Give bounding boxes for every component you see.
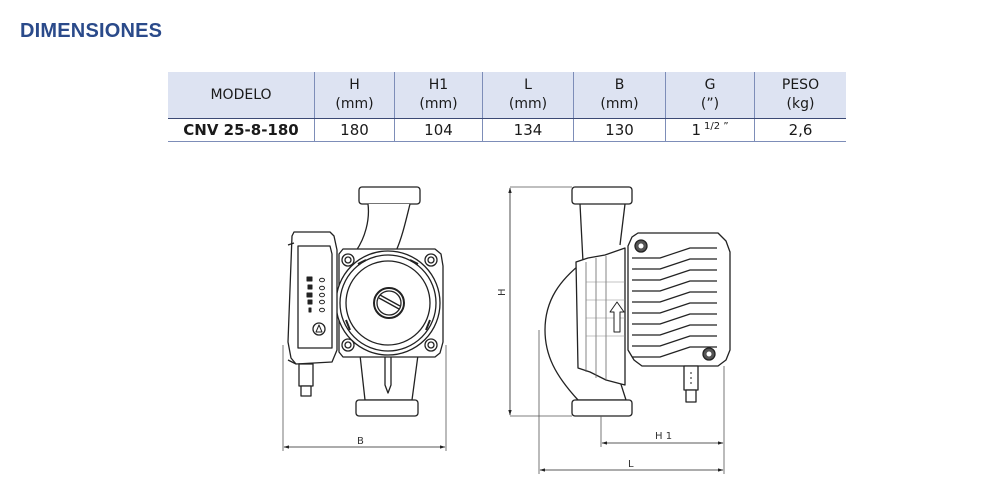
dimension-label-h: H [497,288,508,296]
column-header-h: H(mm) [314,72,395,119]
pump-side-view [544,186,731,417]
column-header-h1: H1(mm) [394,72,483,119]
cell-l: 134 [482,118,574,142]
pump-front-view [287,186,444,417]
cell-modelo: CNV 25-8-180 [168,118,315,142]
dimension-b [282,345,447,451]
bottom-flange [355,399,419,417]
dimension-label-l: L [628,459,634,470]
dimension-label-b: B [357,436,364,447]
dimension-h1 [600,366,725,474]
cell-h: 180 [314,118,395,142]
speed-indicator-leds [306,276,325,313]
cell-peso: 2,6 [754,118,846,142]
g-whole: 1 [691,121,702,139]
column-header-l: L(mm) [482,72,574,119]
page-title: DIMENSIONES [20,20,163,42]
table-header-row: MODELO H(mm) H1(mm) L(mm) B(mm) G(”) PES… [168,72,846,119]
terminal-box [627,232,731,367]
column-header-g: G(”) [665,72,755,119]
control-box [287,231,338,365]
column-header-b: B(mm) [573,72,666,119]
dimension-label-h1: H 1 [655,431,672,442]
dimension-l [538,330,724,474]
dimensions-table: MODELO H(mm) H1(mm) L(mm) B(mm) G(”) PES… [168,72,846,142]
column-header-peso: PESO(kg) [754,72,846,119]
top-flange [358,186,421,205]
top-flange [571,186,633,205]
dimension-h [508,186,572,417]
cell-b: 130 [573,118,666,142]
cell-h1: 104 [394,118,483,142]
terminal-box-fins [632,247,717,358]
g-fraction: 1/2 ” [704,121,729,132]
bottom-flange [571,399,633,417]
column-header-modelo: MODELO [168,72,315,119]
